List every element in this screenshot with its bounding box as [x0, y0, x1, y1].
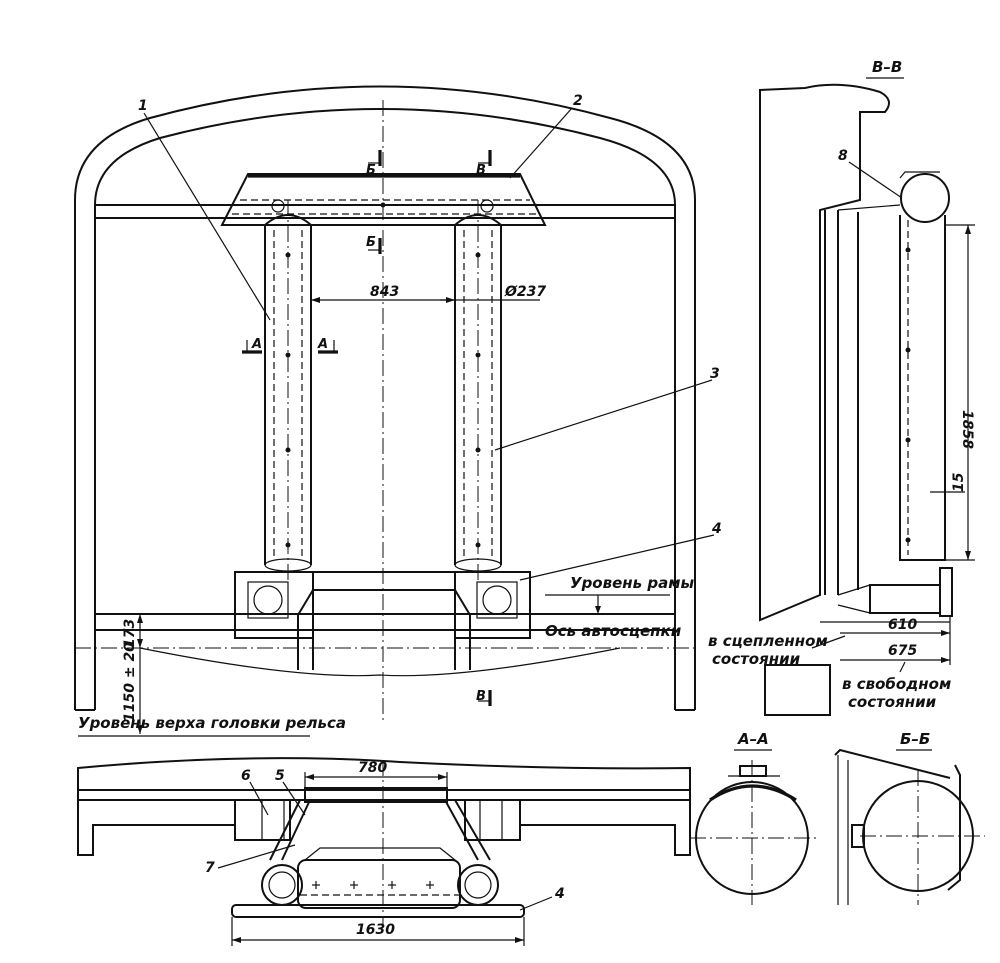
- left-base-plate: [234, 571, 314, 639]
- dim-15: 15: [951, 472, 967, 492]
- callout-5: 5: [275, 768, 285, 784]
- front-view: 843 Ø237 Б В Б А А: [74, 85, 722, 737]
- callout-8: 8: [838, 148, 848, 164]
- label-free-1: в свободном: [842, 675, 951, 693]
- callout-4: 4: [711, 521, 722, 537]
- svg-text:Б: Б: [366, 163, 376, 178]
- car-body-inner: [94, 108, 676, 710]
- dim-780: 780: [358, 760, 387, 776]
- label-coupled-1: в сцепленном: [708, 632, 828, 650]
- section-a-right: А: [317, 337, 338, 354]
- label-coupler-axis: Ось автосцепки: [545, 622, 682, 640]
- callout-2: 2: [573, 93, 583, 109]
- section-aa-title: А–А: [737, 730, 769, 748]
- section-bb-view: Б–Б: [834, 730, 985, 905]
- top-bracket: [220, 173, 547, 226]
- dim-610: 610: [888, 617, 917, 633]
- svg-text:Б: Б: [366, 235, 376, 250]
- label-free-2: состоянии: [848, 693, 937, 711]
- section-v-bottom: В: [476, 689, 492, 706]
- label-coupled-2: состоянии: [712, 650, 801, 668]
- svg-text:В: В: [476, 689, 486, 704]
- dim-1630: 1630: [356, 922, 395, 938]
- bottom-plate: [231, 904, 525, 918]
- callout-4-bottom: 4: [554, 886, 565, 902]
- right-base-plate: [454, 571, 531, 639]
- roller-8: [900, 173, 950, 223]
- dim-237: Ø237: [504, 284, 546, 300]
- label-frame-level: Уровень рамы: [570, 574, 694, 592]
- section-b-top: Б: [366, 150, 382, 178]
- svg-text:А: А: [251, 337, 262, 352]
- plan-view: 780 1630 6 5 7 4: [77, 757, 691, 946]
- callout-7: 7: [205, 860, 215, 876]
- section-bb-title: Б–Б: [900, 730, 930, 748]
- section-vv-title: В–В: [872, 58, 902, 76]
- label-rail-level: Уровень верха головки рельса: [78, 714, 346, 732]
- section-b-mid: Б: [366, 235, 382, 254]
- dim-1858: 1858: [959, 410, 975, 449]
- car-body-outer: [74, 85, 696, 710]
- dim-843: 843: [370, 284, 399, 300]
- callout-1: 1: [138, 98, 148, 114]
- section-aa-view: А–А: [690, 730, 820, 905]
- callout-6: 6: [241, 768, 251, 784]
- section-v-top: В: [476, 150, 492, 178]
- callout-3: 3: [710, 366, 720, 382]
- svg-text:В: В: [476, 163, 486, 178]
- dim-675: 675: [888, 643, 917, 659]
- dim-173: 173: [122, 619, 138, 648]
- section-vv-view: В–В 1858 15: [708, 58, 975, 716]
- svg-text:А: А: [317, 337, 328, 352]
- dim-1150: 1150 ± 20: [122, 642, 138, 722]
- section-a-left: А: [242, 337, 262, 354]
